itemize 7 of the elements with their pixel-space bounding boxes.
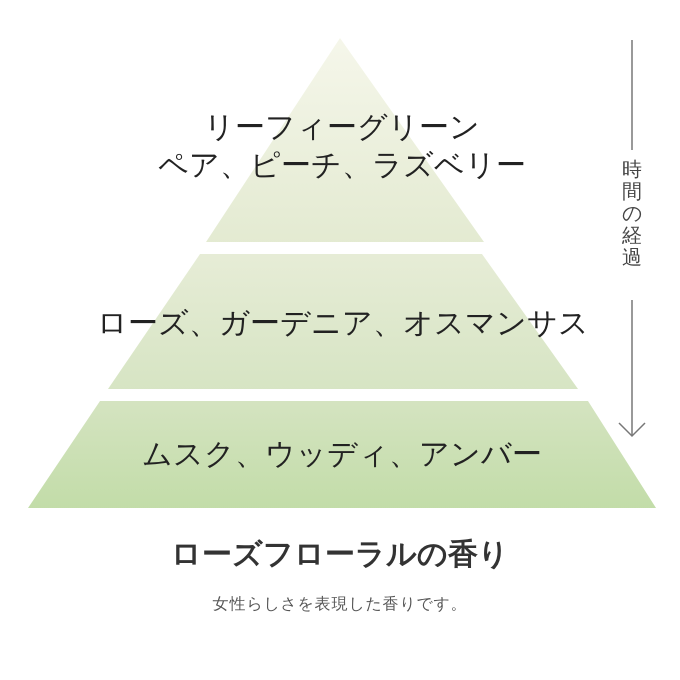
axis-label: 時間の経過 xyxy=(622,158,642,268)
note-text: リーフィーグリーン xyxy=(204,110,480,146)
note-text: ムスク、ウッディ、アンバー xyxy=(142,437,542,473)
note-text: ローズ、ガーデニア、オスマンサス xyxy=(97,306,589,342)
note-text: ペア、ピーチ、ラズベリー xyxy=(158,148,526,184)
caption: 女性らしさを表現した香りです。 xyxy=(212,594,468,615)
title: ローズフローラルの香り xyxy=(171,536,509,574)
